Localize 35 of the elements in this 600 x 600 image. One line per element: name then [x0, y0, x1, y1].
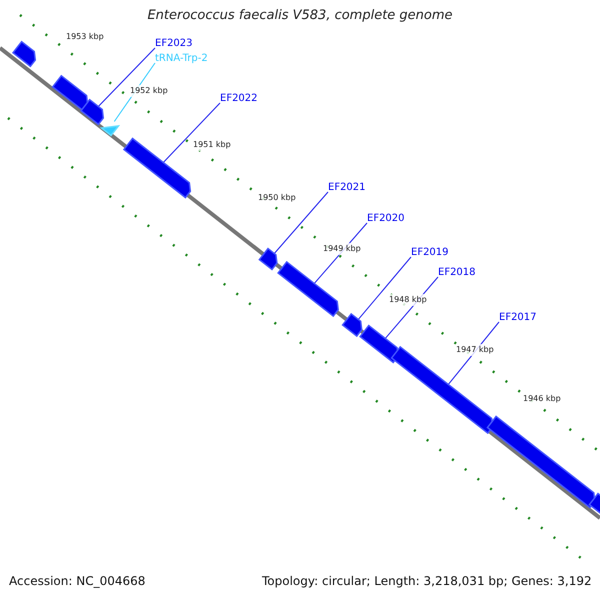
- gene-feature: [122, 137, 192, 199]
- gene-feature: [359, 324, 399, 364]
- gene-label: EF2022: [220, 93, 258, 105]
- gene-label: EF2017: [499, 312, 537, 324]
- accession-text: Accession: NC_004668: [9, 575, 146, 587]
- leader-line: [98, 48, 156, 107]
- title: Enterococcus faecalis V583, complete genome: [146, 10, 454, 22]
- leader-line: [358, 256, 412, 320]
- tick-label: 1950 kbp: [258, 192, 296, 204]
- gene-feature: [486, 415, 596, 509]
- tick-label: 1949 kbp: [323, 243, 361, 255]
- tick-label: 1951 kbp: [193, 139, 231, 151]
- gene-feature: [12, 40, 36, 68]
- gene-label: EF2021: [328, 182, 366, 194]
- gene-feature: [258, 248, 278, 270]
- tick-label: 1952 kbp: [130, 85, 168, 97]
- gene-feature: [52, 74, 88, 112]
- gene-feature: [80, 98, 104, 126]
- leader-line: [162, 102, 220, 163]
- gene-feature: [277, 260, 339, 318]
- tick-label: 1947 kbp: [456, 344, 494, 356]
- gene-feature: [390, 346, 494, 434]
- gene-feature: [588, 492, 600, 516]
- genome-info-text: Topology: circular; Length: 3,218,031 bp; Genes: 3,192: [262, 575, 592, 587]
- gene-label: tRNA-Trp-2: [155, 53, 208, 65]
- tick-label: 1948 kbp: [389, 294, 427, 306]
- leader-line: [274, 192, 328, 254]
- gene-label: EF2019: [411, 247, 449, 259]
- tick-label: 1946 kbp: [523, 393, 561, 405]
- trna-feature: [100, 125, 120, 136]
- tick-label: 1953 kbp: [66, 31, 104, 43]
- gene-label: EF2018: [438, 267, 476, 279]
- gene-feature: [342, 312, 362, 338]
- gene-label: EF2020: [367, 213, 405, 225]
- gene-label: EF2023: [155, 38, 193, 50]
